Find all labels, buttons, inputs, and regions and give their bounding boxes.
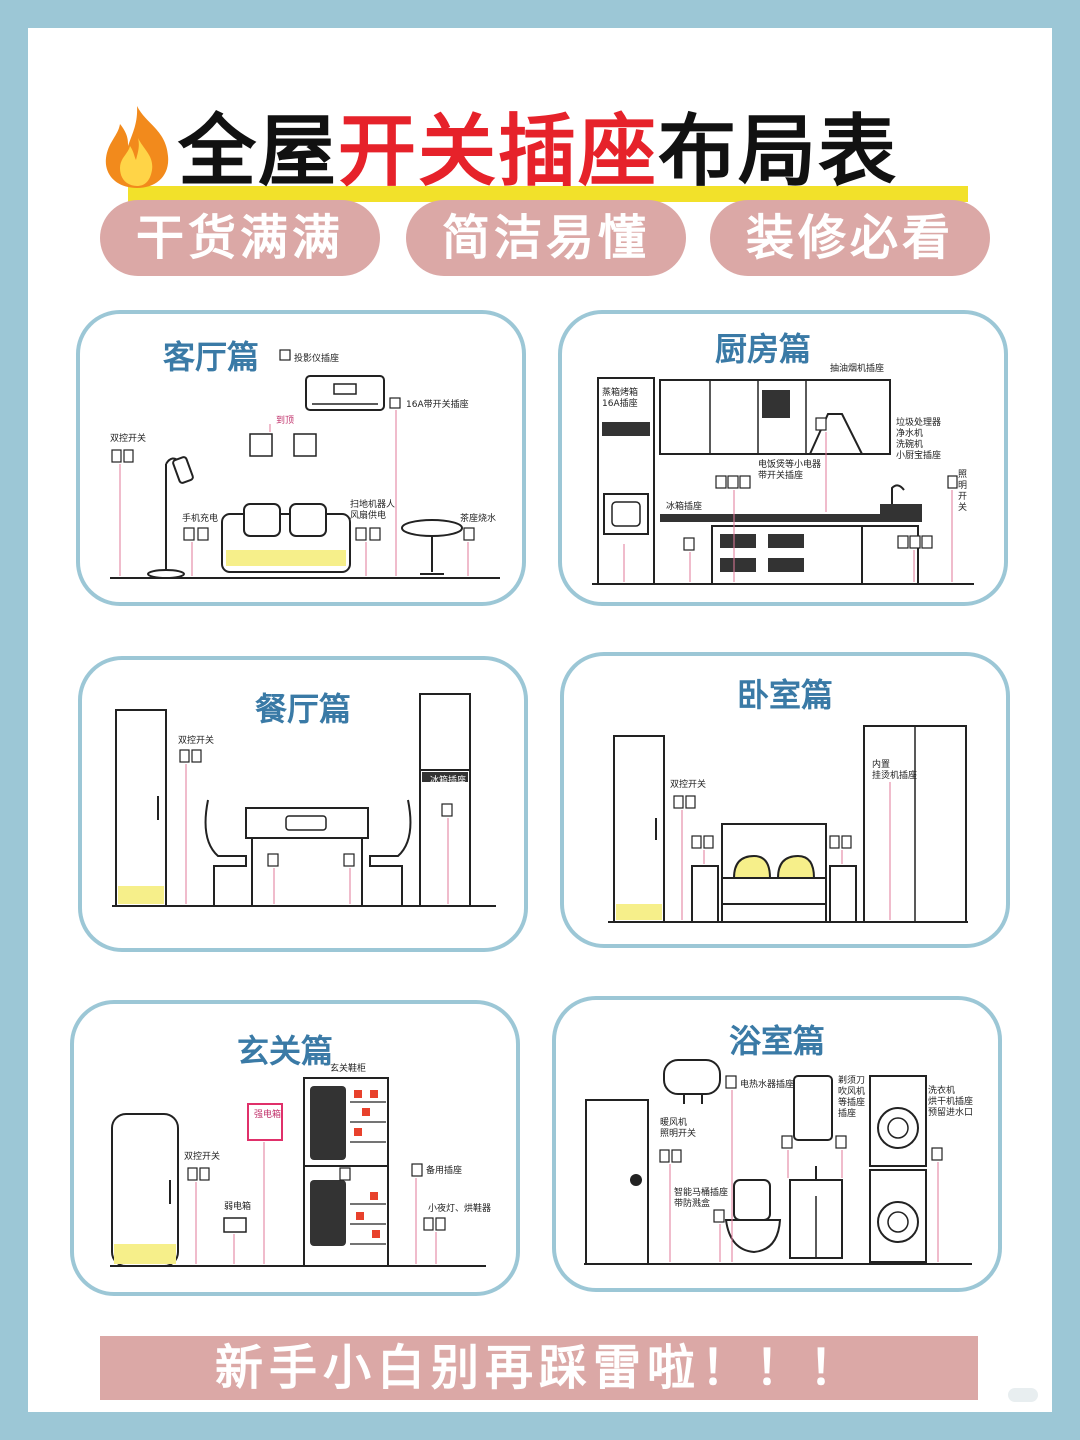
label-robot: 扫地机器人 风扇供电 (350, 500, 396, 521)
label-fan-switch: 暖风机 照明开关 (660, 1118, 697, 1139)
label-night-lamp: 小夜灯、烘鞋器 (428, 1204, 492, 1214)
label-washer-socket: 洗衣机 烘干机插座 预留进水口 (928, 1086, 974, 1118)
card-title: 餐厅篇 (254, 690, 351, 728)
card-bedroom: 卧室篇 (560, 652, 1010, 948)
watermark (1008, 1388, 1038, 1402)
label-razor-socket: 剃须刀 吹风机 等插座 插座 (838, 1076, 866, 1119)
label-weak-panel: 弱电箱 (224, 1202, 252, 1212)
page-title: 全屋开关插座布局表 (178, 107, 899, 197)
label-rice-cooker: 电饭煲等小电器 带开关插座 (758, 460, 822, 481)
label-oven: 蒸箱烤箱 16A插座 (602, 388, 639, 409)
title-highlight (128, 186, 968, 202)
poster-page: 全屋开关插座布局表 干货满满 简洁易懂 装修必看 客厅篇 (28, 28, 1052, 1412)
label-dual-switch: 双控开关 (178, 736, 215, 746)
card-bathroom: 浴室篇 (552, 996, 1002, 1292)
label-heater-socket: 电热水器插座 (740, 1080, 795, 1090)
tag-1: 干货满满 (100, 200, 380, 276)
label-hood: 抽油烟机插座 (830, 364, 885, 374)
card-living-room: 客厅篇 (76, 310, 526, 606)
entry-diagram (110, 1077, 486, 1267)
label-water: 茶座烧水 (460, 514, 497, 524)
footer-banner: 新手小白别再踩雷啦！！！ (100, 1336, 978, 1400)
card-title: 玄关篇 (236, 1032, 333, 1070)
label-dual-switch: 双控开关 (110, 434, 147, 444)
card-title: 客厅篇 (162, 338, 259, 376)
label-light-switch: 照明开关 (958, 470, 968, 513)
label-iron-socket: 内置 挂烫机插座 (872, 760, 918, 781)
tag-3: 装修必看 (710, 200, 990, 276)
label-fridge: 冰箱插座 (430, 776, 467, 786)
label-disposal: 垃圾处理器 净水机 洗碗机 小厨宝插座 (896, 418, 942, 461)
card-entry: 玄关篇 (70, 1000, 520, 1296)
card-kitchen: 厨房篇 (558, 310, 1008, 606)
label-dual-switch: 双控开关 (670, 780, 707, 790)
fire-icon (105, 106, 169, 188)
label-dual-switch: 双控开关 (184, 1152, 221, 1162)
label-shoe-cabinet: 玄关鞋柜 (330, 1064, 367, 1074)
bathroom-diagram (584, 1059, 972, 1265)
living-room-diagram (110, 349, 500, 579)
label-projector: 投影仪插座 (294, 354, 340, 364)
label-panel: 强电箱 (254, 1110, 282, 1120)
label-ac-socket: 16A带开关插座 (406, 400, 469, 410)
label-toilet-socket: 智能马桶插座 带防溅盒 (674, 1188, 729, 1209)
label-phone-charge: 手机充电 (182, 514, 219, 524)
card-title: 厨房篇 (714, 330, 811, 368)
card-title: 卧室篇 (736, 676, 833, 714)
card-title: 浴室篇 (728, 1022, 825, 1060)
card-dining-room: 餐厅篇 (78, 656, 528, 952)
label-ceiling: 到顶 (276, 416, 295, 426)
label-spare-socket: 备用插座 (426, 1166, 463, 1176)
header: 全屋开关插座布局表 (98, 90, 978, 210)
dining-room-diagram (112, 693, 496, 907)
label-fridge: 冰箱插座 (666, 502, 703, 512)
tag-2: 简洁易懂 (406, 200, 686, 276)
kitchen-diagram (592, 377, 974, 585)
bedroom-diagram (608, 725, 968, 923)
